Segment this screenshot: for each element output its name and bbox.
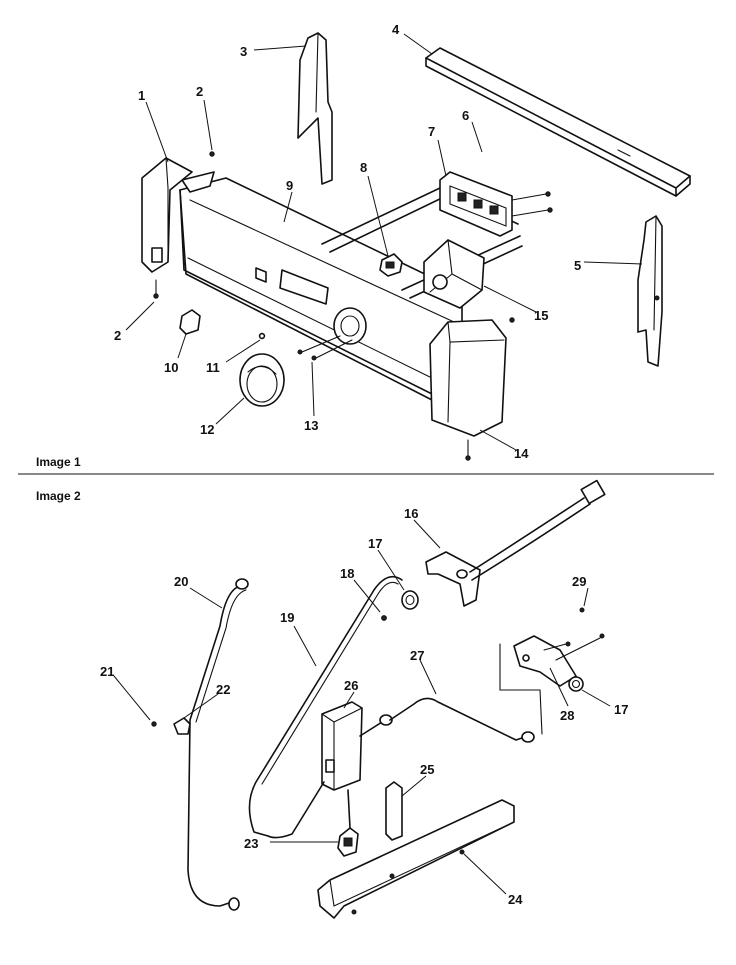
callout-9: 9: [286, 178, 293, 193]
callout-25: 25: [420, 762, 434, 777]
callout-23: 23: [244, 836, 258, 851]
part-27-tube: [389, 697, 529, 741]
callout-11: 11: [206, 360, 220, 375]
part-3-left-side-bracket: [297, 32, 333, 185]
callout-16: 16: [404, 506, 418, 521]
part-21-screw: [151, 721, 157, 727]
part-23-electrode: [337, 827, 359, 857]
part-24-support-rail: [317, 799, 515, 919]
callout-17-right: 17: [614, 702, 628, 717]
callout-2-bottom: 2: [114, 328, 121, 343]
part-8-clip: [379, 253, 403, 277]
section-label-image-2: Image 2: [36, 489, 81, 503]
part-10-small-button: [179, 309, 201, 335]
part-22-clip: [173, 717, 191, 735]
part-28-orifice-bracket: [499, 633, 605, 735]
part-1-left-end-cap: [141, 151, 215, 299]
part-16-manifold-bracket: [425, 479, 606, 607]
callout-14: 14: [514, 446, 529, 461]
part-26-valve: [267, 701, 393, 839]
callout-29: 29: [572, 574, 586, 589]
part-4-top-trim: [425, 47, 691, 197]
image-1-group: 1 2 3 4 6 7 8 9 5 15 2 10 11 12 13 14 Im…: [36, 22, 691, 469]
callout-5: 5: [574, 258, 581, 273]
callout-17-left: 17: [368, 536, 382, 551]
part-15-timer-module: [423, 239, 485, 309]
part-13-screws: [297, 335, 353, 361]
callout-10: 10: [164, 360, 178, 375]
part-29-screw: [579, 607, 585, 613]
callout-4: 4: [392, 22, 400, 37]
part-5-right-side-bracket: [637, 215, 663, 367]
part-17-fitting-right: [568, 676, 584, 692]
callout-12: 12: [200, 422, 214, 437]
callout-2-top: 2: [196, 84, 203, 99]
image-1-leaders: [125, 33, 643, 451]
part-12-knob: [239, 353, 285, 407]
part-19-gas-tube: [248, 575, 403, 837]
callout-1: 1: [138, 88, 145, 103]
section-label-image-1: Image 1: [36, 455, 81, 469]
part-20-tube: [187, 578, 249, 911]
part-17-fitting-left: [401, 590, 419, 610]
callout-26: 26: [344, 678, 358, 693]
part-25-small-bracket: [385, 781, 403, 841]
callout-13: 13: [304, 418, 318, 433]
part-11-screw: [258, 332, 266, 340]
callout-27: 27: [410, 648, 424, 663]
part-7-switch-module: [439, 171, 553, 237]
callout-22: 22: [216, 682, 230, 697]
part-9-control-panel: [179, 171, 463, 401]
callout-20: 20: [174, 574, 188, 589]
callout-7: 7: [428, 124, 435, 139]
callout-8: 8: [360, 160, 367, 175]
callout-18: 18: [340, 566, 354, 581]
callout-21: 21: [100, 664, 114, 679]
image-2-group: Image 2: [36, 479, 628, 919]
part-14-right-end-cap: [429, 317, 515, 461]
image-2-leaders: [113, 519, 611, 895]
callout-28: 28: [560, 708, 574, 723]
callout-6: 6: [462, 108, 469, 123]
callout-19: 19: [280, 610, 294, 625]
part-18-screw: [381, 615, 387, 621]
callout-24: 24: [508, 892, 523, 907]
callout-15: 15: [534, 308, 548, 323]
callout-3: 3: [240, 44, 247, 59]
